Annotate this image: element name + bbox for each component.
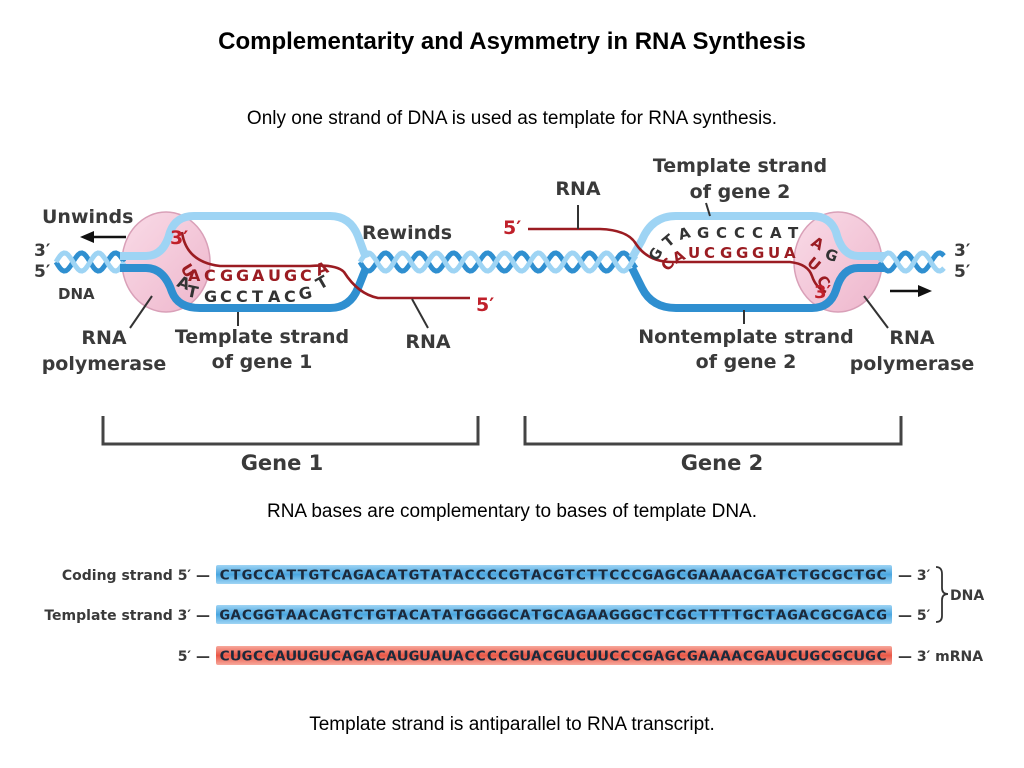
gene1-rna-base: G <box>284 266 297 285</box>
caption-complementarity: RNA bases are complementary to bases of … <box>266 501 757 522</box>
coding-strand-end: — 3′ <box>898 568 931 584</box>
gene1-rna-base: A <box>252 266 265 285</box>
gene1-rna-strand <box>180 231 470 300</box>
gene2-dna-base: G <box>697 224 709 242</box>
mrna-label: 5′ — <box>178 649 210 665</box>
dna-brace <box>935 566 949 623</box>
template-strand-sequence: GACGGTAACAGTCTGTACATATGGGGCATGCAGAAGGGCT… <box>219 609 887 624</box>
left-five-prime: 5′ <box>34 262 51 282</box>
template-strand-end: — 5′ <box>898 608 931 624</box>
template-strand-bar <box>216 605 892 624</box>
left-three-prime: 3′ <box>34 241 51 261</box>
gene1-dna-base: C <box>236 287 248 306</box>
caption-template-usage: Only one strand of DNA is used as templa… <box>246 108 778 129</box>
rna-polymerase-right-line1: RNA <box>889 327 935 349</box>
gene1-rna-base: U <box>268 266 281 285</box>
template-gene2-pointer <box>705 202 711 217</box>
gene2-dna-base: A <box>676 223 692 243</box>
gene2-bracket <box>523 416 903 446</box>
nontemplate-gene2-line2: of gene 2 <box>696 351 797 373</box>
template-gene1-line2: of gene 1 <box>212 351 313 373</box>
coding-strand-sequence: CTGCCATTGTCAGACATGTATACCCCGTACGTCTTCCCGA… <box>219 569 887 584</box>
gene2-rna-base: G <box>736 244 748 262</box>
right-three-prime: 3′ <box>954 241 971 261</box>
gene1-dna-base: A <box>268 287 281 306</box>
dna-brace-label: DNA <box>950 588 984 604</box>
coding-strand-row: Coding strand 5′ — CTGCCATTGTCAGACATGTAT… <box>62 565 931 584</box>
gene1-rna-base: C <box>300 266 312 285</box>
gene1-template-strand <box>120 264 370 312</box>
gene2-label: Gene 2 <box>681 451 764 475</box>
gene1-dna-base: T <box>252 287 263 306</box>
rna-polymerase-pointer-left <box>129 295 153 329</box>
rna-polymerase-left-line1: RNA <box>81 327 127 349</box>
gene1-dna-base: G <box>297 283 314 304</box>
gene1-rna-bases: U A C G G A U G C A <box>177 257 332 285</box>
gene1-dna-bases: A T G C C T A C G T <box>175 272 332 306</box>
gene1-dna-base: G <box>204 287 217 306</box>
mrna-sequence: CUGCCAUUGUCAGACAUGUAUACCCCGUACGUCUUCCCGA… <box>219 650 887 665</box>
rna-gene1-five-prime: 5′ <box>476 294 494 316</box>
template-gene1-line1: Template strand <box>175 326 349 348</box>
template-gene2-line2: of gene 2 <box>690 181 791 203</box>
gene2-rna-three-prime: 3′ <box>814 282 832 303</box>
gene1-rna-base: G <box>236 266 249 285</box>
template-gene2-line1: Template strand <box>653 155 827 177</box>
gene1-label: Gene 1 <box>241 451 324 475</box>
gene2-nontemplate-strand <box>628 264 884 312</box>
dna-helix-left <box>53 250 127 274</box>
dna-label: DNA <box>58 285 95 303</box>
gene1-bracket <box>101 416 480 446</box>
rna-polymerase-pointer-right <box>863 295 889 329</box>
template-strand-row: Template strand 3′ — GACGGTAACAGTCTGTACA… <box>44 605 931 624</box>
rna-polymerase-right-line2: polymerase <box>850 353 975 375</box>
page-title: Complementarity and Asymmetry in RNA Syn… <box>218 28 806 55</box>
rna-gene1-label: RNA <box>405 331 451 353</box>
dna-helix-right <box>877 250 946 274</box>
gene2-rna-strand <box>528 227 827 294</box>
gene2-dna-base: T <box>788 224 799 242</box>
gene1-rna-base: G <box>220 266 233 285</box>
rna-gene2-five-prime: 5′ <box>503 217 521 239</box>
nontemplate-gene2-line1: Nontemplate strand <box>638 326 853 348</box>
gene2-rna-base: U <box>688 244 700 262</box>
rna-polymerase-left-line2: polymerase <box>42 353 167 375</box>
unwinds-label: Unwinds <box>42 206 133 228</box>
gene2-end-base: G <box>823 245 841 266</box>
mrna-row: 5′ — CUGCCAUUGUCAGACAUGUAUACCCCGUACGUCUU… <box>178 646 983 665</box>
template-strand-label: Template strand 3′ — <box>44 608 210 624</box>
gene1-dna-base: T <box>185 281 200 302</box>
gene2-dna-base: C <box>734 224 745 242</box>
dna-helix-middle <box>357 250 639 274</box>
caption-antiparallel: Template strand is antiparallel to RNA t… <box>309 714 715 735</box>
movement-arrow <box>890 285 932 297</box>
gene2-dna-base: C <box>716 224 727 242</box>
coding-strand-label: Coding strand 5′ — <box>62 568 210 584</box>
gene2-dna-bases: G T A G C C C A T <box>645 223 799 264</box>
gene1-rna-three-prime: 3′ <box>170 227 188 249</box>
gene1-rna-base: C <box>204 266 216 285</box>
gene1-rna-base: A <box>188 266 201 285</box>
gene2-dna-base: A <box>770 224 782 242</box>
unwinds-arrow <box>80 231 126 243</box>
gene2-rna-base: A <box>784 244 796 262</box>
mrna-bar <box>216 646 892 665</box>
rna-gene1-pointer <box>411 298 429 329</box>
right-five-prime: 5′ <box>954 262 971 282</box>
rewinds-label: Rewinds <box>362 222 452 244</box>
gene1-dna-base: C <box>220 287 232 306</box>
coding-strand-bar <box>216 565 892 584</box>
gene1-nontemplate-strand <box>120 212 370 260</box>
gene2-rna-base: U <box>768 244 780 262</box>
gene2-rna-base: G <box>720 244 732 262</box>
gene2-template-strand <box>628 212 884 260</box>
mrna-end: — 3′ mRNA <box>898 649 983 665</box>
gene2-dna-base: C <box>752 224 763 242</box>
gene2-rna-base: G <box>752 244 764 262</box>
gene1-dna-base: C <box>284 287 296 306</box>
gene2-rna-base: C <box>704 244 715 262</box>
rna-gene2-label: RNA <box>555 178 601 200</box>
